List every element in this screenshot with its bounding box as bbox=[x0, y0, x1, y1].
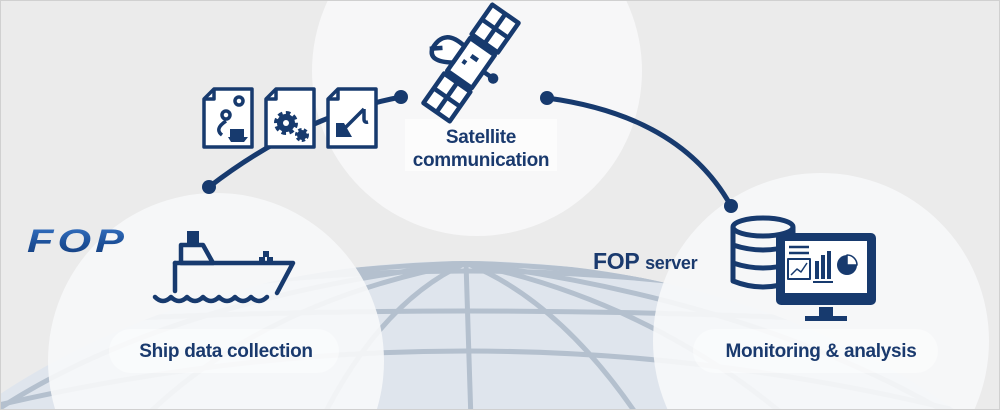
gears-document-icon bbox=[264, 87, 316, 149]
satellite-node-circle bbox=[312, 1, 642, 236]
fop-server-main: FOP bbox=[593, 248, 639, 274]
route-map-document-icon bbox=[202, 87, 254, 149]
satellite-communication-label: Satellite communication bbox=[401, 126, 561, 172]
monitoring-analysis-label: Monitoring & analysis bbox=[725, 341, 917, 362]
link-endpoint-dot bbox=[540, 91, 554, 105]
link-endpoint-dot bbox=[202, 180, 216, 194]
fop-server-sub: server bbox=[645, 253, 698, 273]
satellite-label-line1: Satellite bbox=[445, 127, 517, 148]
satellite-icon bbox=[421, 2, 521, 124]
fop-logo: FOP bbox=[27, 223, 128, 259]
satellite-label-line2: communication bbox=[412, 150, 550, 171]
satellite-to-server-link bbox=[544, 95, 734, 209]
crane-document-icon bbox=[326, 87, 378, 149]
link-endpoint-dot bbox=[394, 90, 408, 104]
ship-data-collection-label: Ship data collection bbox=[139, 341, 313, 362]
database-monitor-icon bbox=[730, 215, 876, 321]
link-endpoint-dot bbox=[724, 199, 738, 213]
ship-icon bbox=[152, 231, 296, 304]
fop-server-label: FOP server bbox=[593, 248, 698, 275]
